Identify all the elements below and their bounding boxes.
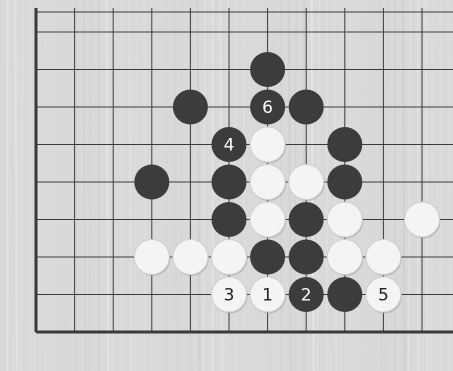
white-stone-body <box>366 240 401 275</box>
black-stone[interactable] <box>212 165 247 200</box>
black-stone-body <box>327 127 362 162</box>
black-stone[interactable] <box>250 240 285 275</box>
black-stone-body <box>212 202 247 237</box>
black-stone-body <box>327 277 362 312</box>
black-stone[interactable] <box>212 202 247 237</box>
move-number: 2 <box>301 286 312 306</box>
black-stone[interactable] <box>134 165 169 200</box>
white-stone-body <box>327 202 362 237</box>
black-stone[interactable] <box>289 202 324 237</box>
white-stone-body <box>212 240 247 275</box>
black-stone[interactable] <box>173 90 208 125</box>
black-stone-body <box>134 165 169 200</box>
black-stone[interactable]: 4 <box>212 127 247 162</box>
black-stone[interactable] <box>250 52 285 87</box>
black-stone[interactable]: 2 <box>289 277 324 312</box>
white-stone-body <box>250 127 285 162</box>
black-stone-body <box>173 90 208 125</box>
move-number: 5 <box>378 286 389 306</box>
white-stone-body <box>250 165 285 200</box>
move-number: 6 <box>262 98 273 118</box>
black-stone-body <box>327 165 362 200</box>
black-stone-body <box>289 240 324 275</box>
white-stone-body <box>405 202 440 237</box>
move-number: 3 <box>224 286 235 306</box>
white-stone-body <box>134 240 169 275</box>
white-stone-body <box>327 240 362 275</box>
black-stone[interactable] <box>289 90 324 125</box>
black-stone[interactable] <box>327 277 362 312</box>
white-stone-body <box>250 202 285 237</box>
black-stone[interactable] <box>289 240 324 275</box>
white-stone-body <box>289 165 324 200</box>
black-stone[interactable] <box>327 127 362 162</box>
white-stone-body <box>173 240 208 275</box>
black-stone-body <box>250 240 285 275</box>
black-stone-body <box>250 52 285 87</box>
move-number: 1 <box>262 286 273 306</box>
black-stone-body <box>289 202 324 237</box>
black-stone[interactable]: 6 <box>250 90 285 125</box>
black-stone[interactable] <box>327 165 362 200</box>
move-number: 4 <box>224 136 235 156</box>
black-stone-body <box>212 165 247 200</box>
black-stone-body <box>289 90 324 125</box>
